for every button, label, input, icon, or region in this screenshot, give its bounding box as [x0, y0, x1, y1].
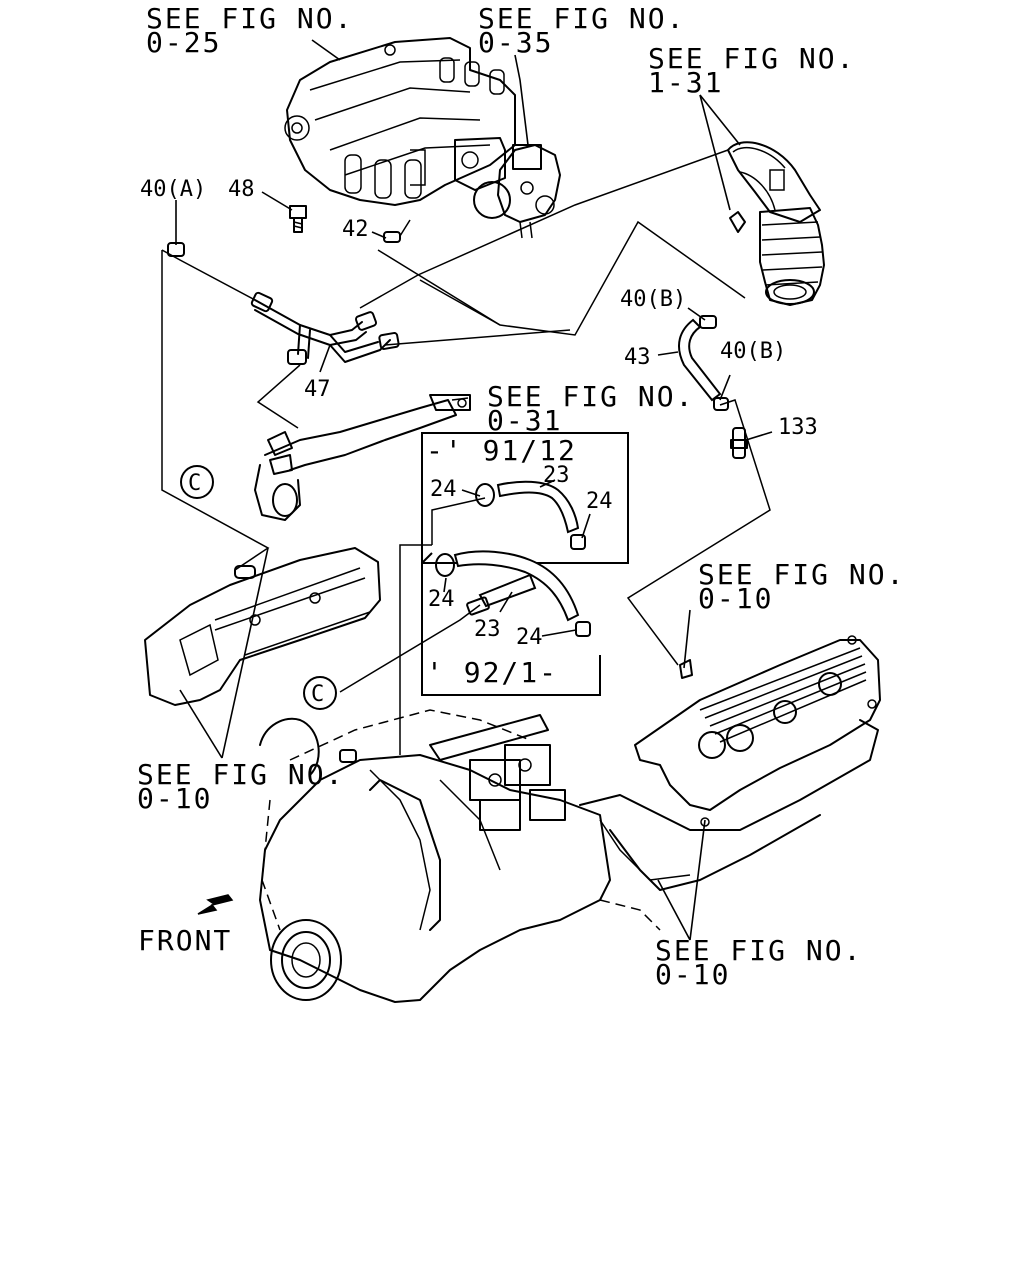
ref-throttle-body: SEE FIG NO. 0-35 — [478, 2, 685, 59]
ref-right-head-cover: SEE FIG NO. 0-10 — [698, 558, 905, 615]
svg-text:0-10: 0-10 — [698, 582, 773, 615]
callout-42: 42 — [342, 217, 369, 242]
svg-text:SEE FIG NO.: SEE FIG NO. — [648, 42, 855, 75]
hose-43 — [678, 315, 729, 411]
svg-text:0-10: 0-10 — [137, 782, 212, 815]
svg-text:C: C — [311, 682, 324, 707]
ref-intake-manifold: SEE FIG NO. 0-25 — [146, 2, 353, 59]
callout-40b-upper: 40(B) — [620, 287, 686, 312]
svg-text:SEE FIG NO.: SEE FIG NO. — [478, 2, 685, 35]
callout-43: 43 — [624, 345, 651, 370]
pcv-valve — [730, 427, 748, 459]
bolt — [289, 205, 307, 233]
throttle-body — [473, 144, 561, 239]
ref-water-pipe: SEE FIG NO. 0-31 — [487, 380, 694, 437]
front-label: FRONT — [138, 924, 232, 957]
air-duct — [727, 141, 825, 306]
callout-23-a: 23 — [543, 463, 570, 488]
svg-text:SEE FIG NO.: SEE FIG NO. — [698, 558, 905, 591]
svg-text:0-25: 0-25 — [146, 26, 221, 59]
svg-text:0-35: 0-35 — [478, 26, 553, 59]
callout-24-c: 24 — [428, 587, 455, 612]
callout-47: 47 — [304, 377, 331, 402]
callout-133: 133 — [778, 415, 818, 440]
svg-text:C: C — [188, 471, 201, 496]
svg-text:SEE FIG NO.: SEE FIG NO. — [655, 934, 862, 967]
svg-text:SEE FIG NO.: SEE FIG NO. — [487, 380, 694, 413]
callout-24-d: 24 — [516, 625, 543, 650]
svg-text:0-10: 0-10 — [655, 958, 730, 991]
ref-left-head-cover: SEE FIG NO. 0-10 — [137, 758, 344, 815]
leader-lines — [175, 39, 773, 941]
engine-block — [259, 709, 661, 1003]
svg-text:SEE FIG NO.: SEE FIG NO. — [146, 2, 353, 35]
callout-40a: 40(A) — [140, 177, 206, 202]
intake-manifold — [284, 37, 516, 206]
svg-text:1-31: 1-31 — [648, 66, 723, 99]
clip-42 — [383, 219, 411, 243]
ref-air-duct: SEE FIG NO. 1-31 — [648, 42, 855, 99]
water-pipe — [254, 394, 471, 521]
svg-text:0-31: 0-31 — [487, 404, 562, 437]
variant-early-label: -' 91/12 — [426, 434, 577, 467]
svg-text:SEE FIG NO.: SEE FIG NO. — [137, 758, 344, 791]
ref-gasket: SEE FIG NO. 0-10 — [655, 934, 862, 991]
variant-late-label: ' 92/1- — [426, 656, 558, 689]
callout-23-b: 23 — [474, 617, 501, 642]
front-arrow-icon — [197, 894, 234, 915]
callout-24-b: 24 — [586, 489, 613, 514]
connector-c-lower: C — [303, 676, 337, 710]
variant-box-late — [421, 550, 601, 696]
callout-48: 48 — [228, 177, 255, 202]
pcv-pipe — [250, 291, 400, 365]
right-head-cover — [579, 635, 881, 891]
left-head-cover — [144, 547, 381, 706]
callout-24-a: 24 — [430, 477, 457, 502]
callout-40b-lower: 40(B) — [720, 339, 786, 364]
connector-c-upper: C — [180, 465, 214, 499]
